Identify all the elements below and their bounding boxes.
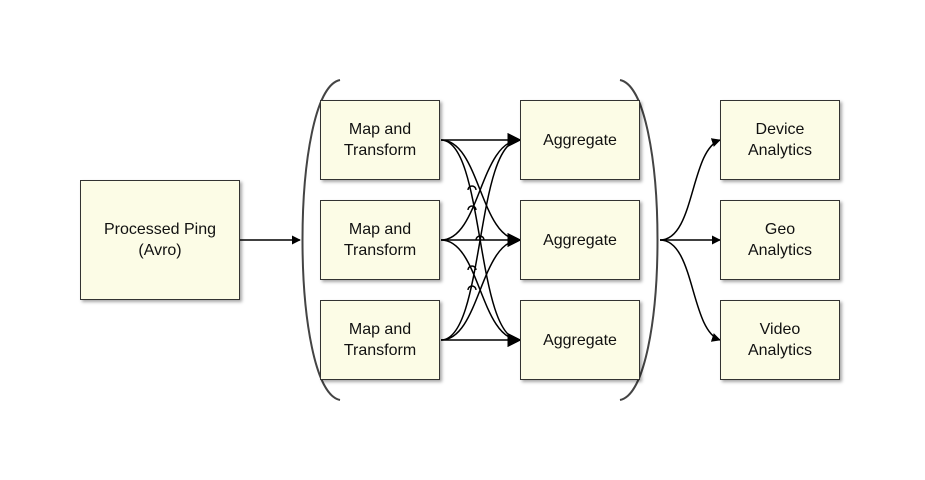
aggregate-node-2: Aggregate <box>520 200 640 280</box>
geo-analytics-node: Geo Analytics <box>720 200 840 280</box>
output-edges <box>659 138 721 342</box>
map-transform-node-1: Map and Transform <box>320 100 440 180</box>
device-analytics-node: Device Analytics <box>720 100 840 180</box>
edge-map3-agg1 <box>440 133 522 341</box>
edge-crossing-hop <box>467 285 477 291</box>
aggregate-node-3: Aggregate <box>520 300 640 380</box>
edge-crossing-hop <box>475 235 485 241</box>
edge-crossing-hop <box>467 205 477 211</box>
aggregate-node-1: Aggregate <box>520 100 640 180</box>
edge-map3-agg2 <box>440 233 522 341</box>
edge-map2-agg1 <box>440 133 522 241</box>
source-node-processed-ping: Processed Ping (Avro) <box>80 180 240 300</box>
video-analytics-node: Video Analytics <box>720 300 840 380</box>
edge-group-device <box>659 138 721 241</box>
edge-crossing-hop <box>467 185 477 191</box>
map-transform-node-2: Map and Transform <box>320 200 440 280</box>
edge-group-video <box>659 239 721 342</box>
edge-crossing-hop <box>467 265 477 271</box>
left-group-bracket <box>301 79 341 401</box>
map-transform-node-3: Map and Transform <box>320 300 440 380</box>
shuffle-edges <box>440 133 522 347</box>
right-group-bracket <box>619 79 659 401</box>
